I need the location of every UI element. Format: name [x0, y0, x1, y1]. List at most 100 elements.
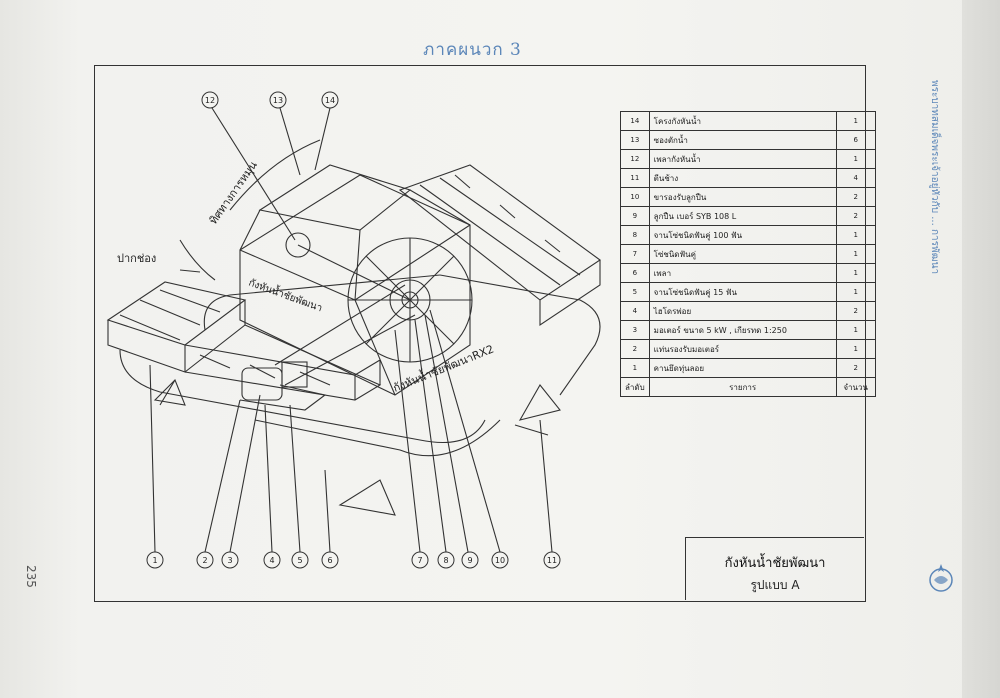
table-cell-qty: 2	[835, 358, 876, 378]
callout-13	[269, 91, 287, 109]
table-header-desc: รายการ	[648, 377, 837, 397]
callout-11	[543, 551, 561, 569]
table-cell-qty: 4	[835, 168, 876, 188]
table-cell-no: 4	[620, 301, 650, 321]
callout-9	[461, 551, 479, 569]
table-cell-desc: จานโซ่ชนิดฟันคู่ 100 ฟัน	[648, 225, 837, 245]
table-cell-desc: แท่นรองรับมอเตอร์	[648, 339, 837, 359]
table-cell-qty: 1	[835, 149, 876, 169]
label-rx2: กังหันน้ำชัยพัฒนาRX2	[391, 341, 496, 395]
table-cell-qty: 1	[835, 282, 876, 302]
callout-label-1: 1	[152, 556, 157, 565]
callout-10	[491, 551, 509, 569]
table-cell-desc: ซองตักน้ำ	[648, 130, 837, 150]
table-cell-no: 7	[620, 244, 650, 264]
callout-2	[196, 551, 214, 569]
callout-label-3: 3	[227, 556, 232, 565]
callout-label-12: 12	[205, 96, 215, 105]
callout-label-7: 7	[417, 556, 422, 565]
callout-8	[437, 551, 455, 569]
table-cell-qty: 1	[835, 339, 876, 359]
table-cell-qty: 2	[835, 301, 876, 321]
table-cell-desc: โครงกังหันน้ำ	[648, 111, 837, 131]
table-cell-qty: 2	[835, 187, 876, 207]
callout-label-9: 9	[467, 556, 472, 565]
table-cell-no: 3	[620, 320, 650, 340]
table-cell-desc: โซ่ชนิดฟันคู่	[648, 244, 837, 264]
callout-5	[291, 551, 309, 569]
page-header: ภาคผนวก 3	[423, 40, 522, 60]
label-body: กังหันน้ำชัยพัฒนา	[247, 275, 325, 315]
table-header-no: ลำดับ	[620, 377, 650, 397]
table-cell-qty: 6	[835, 130, 876, 150]
callout-label-8: 8	[443, 556, 448, 565]
callout-label-5: 5	[297, 556, 302, 565]
table-cell-no: 6	[620, 263, 650, 283]
table-cell-qty: 1	[835, 320, 876, 340]
table-cell-qty: 2	[835, 206, 876, 226]
callout-14	[321, 91, 339, 109]
table-cell-desc: เพลากังหันน้ำ	[648, 149, 837, 169]
emblem-icon	[929, 564, 953, 592]
callout-3	[221, 551, 239, 569]
table-cell-no: 14	[620, 111, 650, 131]
side-running-title: พระบาทสมเด็จพระเจ้าอยู่หัวกับ ... การพัฒ…	[929, 80, 940, 275]
table-cell-no: 12	[620, 149, 650, 169]
callout-label-10: 10	[495, 556, 505, 565]
label-direction: ทิศทางการหมุน	[207, 158, 260, 226]
title-block-title: กังหันน้ำชัยพัฒนา	[724, 556, 826, 571]
table-cell-no: 1	[620, 358, 650, 378]
table-cell-desc: คานยึดทุ่นลอย	[648, 358, 837, 378]
table-cell-no: 2	[620, 339, 650, 359]
callout-label-11: 11	[547, 556, 557, 565]
table-cell-no: 10	[620, 187, 650, 207]
callout-4	[263, 551, 281, 569]
table-cell-desc: ลูกปืน เบอร์ SYB 108 L	[648, 206, 837, 226]
table-cell-qty: 1	[835, 244, 876, 264]
table-cell-desc: ไฮโดรพ่อย	[648, 301, 837, 321]
table-cell-no: 8	[620, 225, 650, 245]
callout-label-4: 4	[269, 556, 274, 565]
table-cell-no: 5	[620, 282, 650, 302]
table-cell-no: 9	[620, 206, 650, 226]
table-cell-no: 13	[620, 130, 650, 150]
table-cell-qty: 1	[835, 111, 876, 131]
callout-label-14: 14	[325, 96, 335, 105]
title-block-model: รูปแบบ A	[750, 578, 800, 592]
table-cell-desc: มอเตอร์ ขนาด 5 kW , เกียรทด 1:250	[648, 320, 837, 340]
callout-1	[146, 551, 164, 569]
table-cell-desc: จานโซ่ชนิดฟันคู่ 15 ฟัน	[648, 282, 837, 302]
table-cell-desc: ตีนช้าง	[648, 168, 837, 188]
callout-label-2: 2	[202, 556, 207, 565]
table-cell-qty: 1	[835, 263, 876, 283]
table-cell-desc: เพลา	[648, 263, 837, 283]
title-block: กังหันน้ำชัยพัฒนา รูปแบบ A	[685, 537, 864, 600]
table-header-row: ลำดับรายการจำนวน	[620, 377, 876, 397]
table-header-qty: จำนวน	[835, 377, 876, 397]
callout-label-13: 13	[273, 96, 283, 105]
label-mouth: ปากช่อง	[117, 252, 156, 265]
table-cell-desc: ขารองรับลูกปืน	[648, 187, 837, 207]
table-cell-qty: 1	[835, 225, 876, 245]
callout-7	[411, 551, 429, 569]
table-cell-no: 11	[620, 168, 650, 188]
callout-6	[321, 551, 339, 569]
callout-label-6: 6	[327, 556, 332, 565]
